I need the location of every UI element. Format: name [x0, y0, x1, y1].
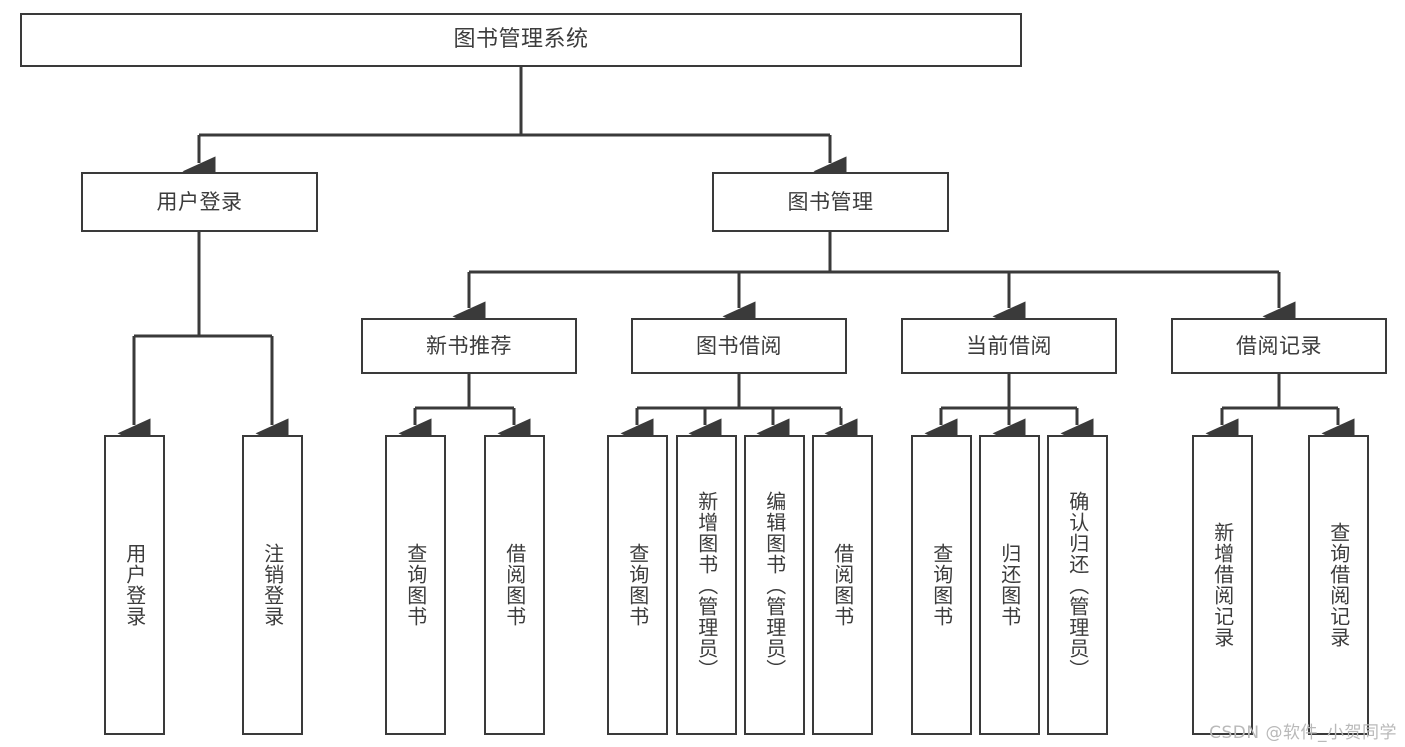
node-leaf-query-book-2[interactable]: 查询图书 [607, 435, 668, 735]
csdn-watermark: CSDN @软件_小贺同学 [1209, 723, 1397, 743]
node-leaf-borrow-book-2-label: 借阅图书 [830, 543, 855, 627]
node-leaf-query-book-2-label: 查询图书 [625, 543, 650, 627]
node-new-book-recommend[interactable]: 新书推荐 [361, 318, 577, 374]
node-leaf-query-record[interactable]: 查询借阅记录 [1308, 435, 1369, 735]
node-leaf-query-book-1[interactable]: 查询图书 [385, 435, 446, 735]
node-leaf-confirm-return[interactable]: 确认归还（管理员） [1047, 435, 1108, 735]
node-book-borrow-label: 图书借阅 [696, 333, 782, 358]
node-leaf-logout-label: 注销登录 [260, 543, 285, 627]
node-leaf-edit-book[interactable]: 编辑图书（管理员） [744, 435, 805, 735]
node-user-login-label: 用户登录 [156, 189, 243, 214]
node-leaf-edit-book-label: 编辑图书（管理员） [762, 490, 787, 680]
node-current-borrow[interactable]: 当前借阅 [901, 318, 1117, 374]
node-leaf-confirm-return-label: 确认归还（管理员） [1065, 490, 1090, 680]
node-leaf-add-record-label: 新增借阅记录 [1210, 522, 1235, 648]
node-new-book-recommend-label: 新书推荐 [426, 333, 512, 358]
node-leaf-borrow-book-1[interactable]: 借阅图书 [484, 435, 545, 735]
node-book-borrow[interactable]: 图书借阅 [631, 318, 847, 374]
node-book-manage[interactable]: 图书管理 [712, 172, 949, 232]
node-leaf-borrow-book-2[interactable]: 借阅图书 [812, 435, 873, 735]
node-borrow-record-label: 借阅记录 [1236, 333, 1322, 358]
node-leaf-borrow-book-1-label: 借阅图书 [502, 543, 527, 627]
node-borrow-record[interactable]: 借阅记录 [1171, 318, 1387, 374]
node-book-manage-label: 图书管理 [787, 189, 874, 214]
node-leaf-query-book-3[interactable]: 查询图书 [911, 435, 972, 735]
node-leaf-user-login-label: 用户登录 [122, 543, 147, 627]
node-root[interactable]: 图书管理系统 [20, 13, 1022, 67]
node-current-borrow-label: 当前借阅 [966, 333, 1052, 358]
node-leaf-return-book[interactable]: 归还图书 [979, 435, 1040, 735]
node-leaf-add-book[interactable]: 新增图书（管理员） [676, 435, 737, 735]
node-leaf-query-record-label: 查询借阅记录 [1326, 522, 1351, 648]
node-root-label: 图书管理系统 [453, 27, 589, 53]
node-leaf-logout[interactable]: 注销登录 [242, 435, 303, 735]
node-leaf-return-book-label: 归还图书 [997, 543, 1022, 627]
node-leaf-add-book-label: 新增图书（管理员） [694, 490, 719, 680]
node-leaf-add-record[interactable]: 新增借阅记录 [1192, 435, 1253, 735]
node-user-login[interactable]: 用户登录 [81, 172, 318, 232]
node-leaf-user-login[interactable]: 用户登录 [104, 435, 165, 735]
node-leaf-query-book-1-label: 查询图书 [403, 543, 428, 627]
node-leaf-query-book-3-label: 查询图书 [929, 543, 954, 627]
